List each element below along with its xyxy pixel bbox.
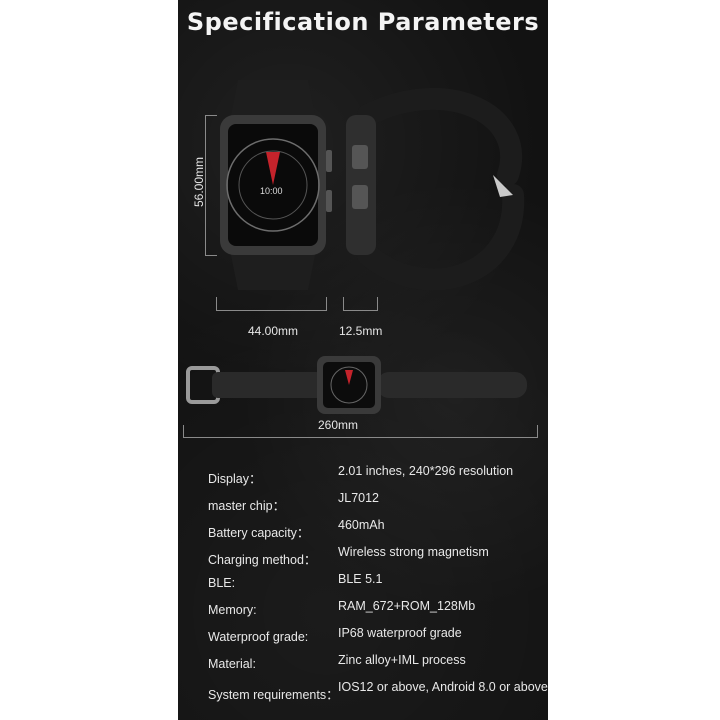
spec-row-material: Material: Zinc alloy+IML process xyxy=(208,649,548,676)
spec-value: IOS12 or above, Android 8.0 or above xyxy=(338,680,548,694)
spec-label: Waterproof grade: xyxy=(208,630,309,644)
spec-value: 2.01 inches, 240*296 resolution xyxy=(338,464,514,478)
spec-label: System requirements： xyxy=(208,688,339,702)
watch-front-image xyxy=(220,80,332,290)
height-dimension-line xyxy=(205,115,206,255)
spec-value: BLE 5.1 xyxy=(338,572,383,586)
length-label: 260mm xyxy=(318,418,359,432)
page-title: Specification Parameters xyxy=(186,8,540,36)
spec-row-battery: Battery capacity： 460mAh xyxy=(208,514,548,541)
spec-value: 460mAh xyxy=(338,518,385,532)
spec-row-ble: BLE: BLE 5.1 xyxy=(208,568,548,595)
product-spec-panel: Specification Parameters 10:00 56.00mm 4… xyxy=(178,0,548,720)
spec-label: Memory: xyxy=(208,603,257,617)
watch-side-image xyxy=(346,88,525,290)
width-dimension-tick-left xyxy=(216,297,217,311)
spec-value: Wireless strong magnetism xyxy=(338,545,489,559)
watch-time: 10:00 xyxy=(260,186,283,196)
watch-full-strap-image xyxy=(186,356,527,414)
spec-value: Zinc alloy+IML process xyxy=(338,653,466,667)
thickness-dimension-tick-left xyxy=(343,297,344,311)
width-label: 44.00mm xyxy=(248,324,299,338)
length-dimension-tick-right xyxy=(537,425,538,438)
spec-label: Battery capacity： xyxy=(208,526,310,540)
spec-row-charging: Charging method： Wireless strong magneti… xyxy=(208,541,548,568)
height-label: 56.00mm xyxy=(192,156,207,208)
spec-label: Material: xyxy=(208,657,256,671)
spec-row-memory: Memory: RAM_672+ROM_128Mb xyxy=(208,595,548,622)
spec-row-display: Display： 2.01 inches, 240*296 resolution xyxy=(208,460,548,487)
spec-value: JL7012 xyxy=(338,491,380,505)
height-dimension-tick-bottom xyxy=(205,255,217,256)
spec-label: master chip： xyxy=(208,499,286,513)
spec-label: Charging method： xyxy=(208,553,317,567)
spec-row-chip: master chip： JL7012 xyxy=(208,487,548,514)
length-dimension-tick-left xyxy=(183,425,184,438)
height-dimension-tick-top xyxy=(205,115,217,116)
spec-value: RAM_672+ROM_128Mb xyxy=(338,599,476,613)
thickness-dimension-line xyxy=(343,310,377,311)
spec-label: Display： xyxy=(208,472,262,486)
spec-table: Display： 2.01 inches, 240*296 resolution… xyxy=(208,460,548,703)
spec-row-system: System requirements： IOS12 or above, And… xyxy=(208,676,548,703)
spec-label: BLE: xyxy=(208,576,236,590)
width-dimension-line xyxy=(216,310,326,311)
thickness-dimension-tick-right xyxy=(377,297,378,311)
length-dimension-line xyxy=(183,437,537,438)
spec-value: IP68 waterproof grade xyxy=(338,626,462,640)
thickness-label: 12.5mm xyxy=(339,324,383,338)
width-dimension-tick-right xyxy=(326,297,327,311)
spec-row-waterproof: Waterproof grade: IP68 waterproof grade xyxy=(208,622,548,649)
